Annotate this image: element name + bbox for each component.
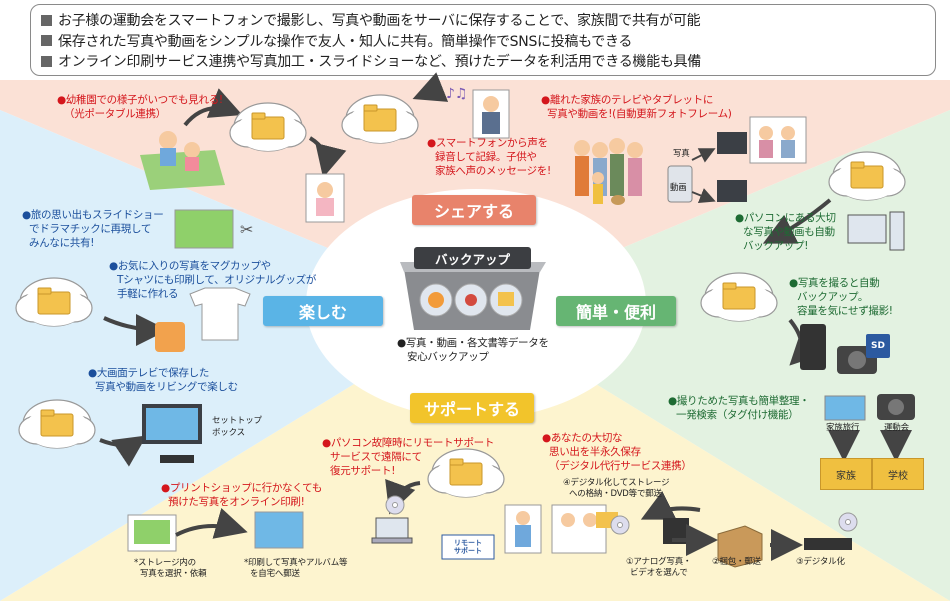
dvd-recorder-icon <box>804 538 852 550</box>
remote-logo-line-1: リモート <box>454 539 482 547</box>
note-auto-2: バックアップ。 <box>797 291 869 303</box>
note-bigtv-1: ●大画面テレビで保存した <box>88 367 210 379</box>
note-deliver-2: を自宅へ郵送 <box>250 569 300 579</box>
note-voice-3: 家族へ声のメッセージを! <box>435 165 551 177</box>
sd-label: SD <box>871 341 885 351</box>
trip-photo-icon <box>824 395 866 421</box>
note-remote-1: ●パソコン故障時にリモートサポート <box>322 437 495 449</box>
printed-photos-icon <box>254 511 304 549</box>
mug-icon <box>155 322 185 352</box>
note-digitize-1: ●あなたの大切な <box>542 432 623 444</box>
label-video: 動画 <box>670 183 687 193</box>
remote-logo-text: リモート サポート <box>442 535 494 559</box>
note-search-1: ●撮りためた写真も簡単整理・ <box>668 395 810 407</box>
backup-caption-1: ●写真・動画・各文書等データを <box>397 337 549 349</box>
bullet-icon <box>41 35 52 47</box>
family-icon <box>574 138 643 205</box>
intro-box: お子様の運動会をスマートフォンで撮影し、写真や動画をサーバに保存することで、家族… <box>30 4 936 76</box>
package-box-icon <box>717 525 763 568</box>
note-kindergarten-2: （光ポータブル連携） <box>64 108 166 120</box>
tshirt-icon <box>189 287 251 341</box>
note-remote-3: 復元サポート! <box>330 465 396 477</box>
note-goods-2: Tシャツにも印刷して、オリジナルグッズが <box>117 274 317 286</box>
flow-arrow <box>183 88 243 127</box>
slideshow-photo-icon <box>174 209 234 249</box>
step4-1: ④デジタル化してストレージ <box>563 478 670 488</box>
desktop-pc-icon <box>847 214 887 244</box>
note-kindergarten-1: ●幼稚園での様子がいつでも見れる! <box>57 94 223 106</box>
backup-title: バックアップ <box>434 251 510 267</box>
step3: ③デジタル化 <box>796 557 845 567</box>
note-voice-1: ●スマートフォンから声を <box>427 137 548 149</box>
intro-line: 保存された写真や動画をシンプルな操作で友人・知人に共有。簡単操作でSNSに投稿も… <box>41 31 925 52</box>
note-print-2: 預けた写真をオンライン印刷! <box>168 496 305 508</box>
note-goods-1: ●お気に入りの写真をマグカップや <box>109 260 271 272</box>
bullet-icon <box>41 14 52 26</box>
sector-label-enjoy: 楽しむ <box>263 296 383 326</box>
note-goods-3: 手軽に作れる <box>117 288 179 300</box>
svg-text:♪♫: ♪♫ <box>446 86 468 102</box>
backup-box <box>400 262 546 330</box>
label-stb-1: セットトップ <box>212 416 262 426</box>
remote-support-logo <box>441 534 495 560</box>
tv-icon <box>717 132 747 154</box>
note-print-1: ●プリントショップに行かなくても <box>161 482 323 494</box>
smartphone-icon <box>800 324 826 370</box>
step1-1: ①アナログ写真・ <box>626 557 692 567</box>
step2: ②梱包・郵送 <box>712 557 761 567</box>
note-digitize-3: （デジタル代行サービス連携） <box>549 460 692 472</box>
folder-school: 学校 <box>872 458 924 490</box>
label-stb-2: ボックス <box>212 428 245 438</box>
tag-sports: 運動会 <box>884 423 909 433</box>
note-tv-1: ●離れた家族のテレビやタブレットに <box>541 94 714 106</box>
note-pc-3: バックアップ! <box>743 240 809 252</box>
label-photo: 写真 <box>673 149 690 159</box>
note-voice-2: 録音して記録。子供や <box>435 151 537 163</box>
note-tv-2: 写真や動画を!(自動更新フォトフレーム) <box>547 108 732 120</box>
note-digitize-2: 思い出を半永久保存 <box>549 446 641 458</box>
note-search-2: 一発検索（タグ付け機能） <box>676 409 799 421</box>
note-deliver-1: *印刷して写真やアルバム等 <box>244 558 348 568</box>
kindergarten-scene <box>140 131 225 190</box>
sd-card-icon <box>866 334 890 358</box>
intro-text: 保存された写真や動画をシンプルな操作で友人・知人に共有。簡単操作でSNSに投稿も… <box>58 33 633 50</box>
intro-line: オンライン印刷サービス連携や写真加工・スライドショーなど、預けたデータを利活用で… <box>41 51 925 72</box>
note-auto-3: 容量を気にせず撮影! <box>797 305 893 317</box>
tablet-icon <box>717 180 747 202</box>
intro-line: お子様の運動会をスマートフォンで撮影し、写真や動画をサーバに保存することで、家族… <box>41 10 925 31</box>
set-top-box-icon <box>160 455 194 463</box>
step1-2: ビデオを選んで <box>630 568 688 578</box>
note-auto-1: ●写真を撮ると自動 <box>789 277 880 289</box>
bullet-icon <box>41 55 52 67</box>
server-icon <box>667 165 693 203</box>
sector-label-easy: 簡単・便利 <box>556 296 676 326</box>
note-pc-2: な写真や動画も自動 <box>743 226 835 238</box>
backup-title-bg <box>414 247 531 269</box>
note-slideshow-1: ●旅の思い出もスライドショー <box>22 209 164 221</box>
note-pc-1: ●パソコンにある大切 <box>735 212 836 224</box>
step4-2: への格納・DVD等で郵送 <box>569 489 662 499</box>
note-storage-1: *ストレージ内の <box>134 558 196 568</box>
sector-label-support: サポートする <box>410 393 534 423</box>
tag-trip: 家族旅行 <box>826 423 860 433</box>
backup-caption-2: 安心バックアップ <box>407 351 489 363</box>
note-storage-2: 写真を選択・依頼 <box>140 569 207 579</box>
folder-family: 家族 <box>820 458 872 490</box>
grandparents-icon <box>749 116 807 164</box>
remote-logo-line-2: サポート <box>454 547 482 555</box>
svg-text:✂: ✂ <box>240 220 253 239</box>
note-slideshow-2: でドラマチックに再現して <box>29 223 152 235</box>
note-slideshow-3: みんなに共有! <box>29 237 95 249</box>
note-remote-2: サービスで遠隔にて <box>330 451 422 463</box>
sector-label-share: シェアする <box>412 195 536 225</box>
intro-text: お子様の運動会をスマートフォンで撮影し、写真や動画をサーバに保存することで、家族… <box>58 13 701 30</box>
intro-text: オンライン印刷サービス連携や写真加工・スライドショーなど、預けたデータを利活用で… <box>58 54 701 71</box>
note-bigtv-2: 写真や動画をリビングで楽しむ <box>95 381 238 393</box>
